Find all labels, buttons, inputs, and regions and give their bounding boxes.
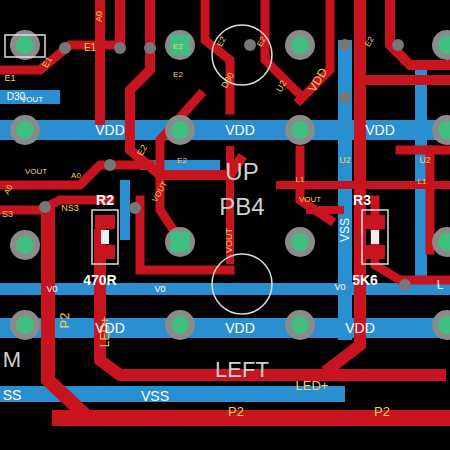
top-copper (0, 0, 450, 418)
net-label: M (3, 349, 21, 371)
net-label: 470R (83, 273, 116, 287)
net-label: VDD (365, 123, 395, 137)
net-label: A0 (71, 172, 81, 180)
net-label: VOUT (25, 168, 47, 176)
through-pads (10, 30, 450, 340)
vias (39, 39, 411, 291)
net-label: V0 (154, 285, 165, 294)
net-label: U2 (419, 156, 431, 165)
net-label: NS3 (61, 204, 79, 213)
bottom-copper (0, 40, 450, 402)
net-label: V0 (46, 285, 57, 294)
net-label: L (437, 279, 444, 291)
net-label: V0 (334, 283, 345, 292)
smd-resistors (95, 215, 385, 259)
net-label: VDD (95, 321, 125, 335)
net-label: R2 (96, 193, 114, 207)
net-label: E2 (136, 143, 149, 157)
net-label: P2 (228, 405, 244, 418)
net-label: E2 (177, 157, 187, 165)
net-label: U2 (339, 156, 351, 165)
net-label: P2 (59, 312, 72, 328)
net-label: VDD (95, 123, 125, 137)
net-label: S3 (2, 210, 13, 219)
net-label: SS (3, 388, 22, 402)
net-label: R3 (353, 193, 371, 207)
net-label: VOUT (225, 227, 234, 252)
net-label: VOUT (21, 96, 43, 104)
net-label: E1 (4, 74, 15, 83)
net-label: A0 (3, 184, 15, 196)
net-label: UP (225, 160, 258, 184)
net-label: LED+ (296, 379, 329, 392)
net-label: E2 (173, 43, 183, 51)
net-label: VDD (225, 321, 255, 335)
net-label: VSS (141, 389, 169, 403)
net-label: VSS (339, 218, 351, 242)
net-label: L1 (418, 178, 427, 186)
net-label: VOUT (151, 180, 169, 203)
net-label: E2 (173, 71, 183, 79)
net-label: P2 (374, 405, 390, 418)
silkscreen (5, 25, 388, 314)
net-label: VOUT (299, 196, 321, 204)
net-label: 5K6 (352, 273, 378, 287)
net-label: VDD (345, 321, 375, 335)
net-label: A0 (95, 10, 104, 21)
net-label: VDD (225, 123, 255, 137)
net-label: PB4 (219, 195, 264, 219)
net-label: E1 (84, 43, 96, 53)
net-label: LEFT (215, 359, 269, 381)
net-label: L1 (296, 176, 305, 184)
